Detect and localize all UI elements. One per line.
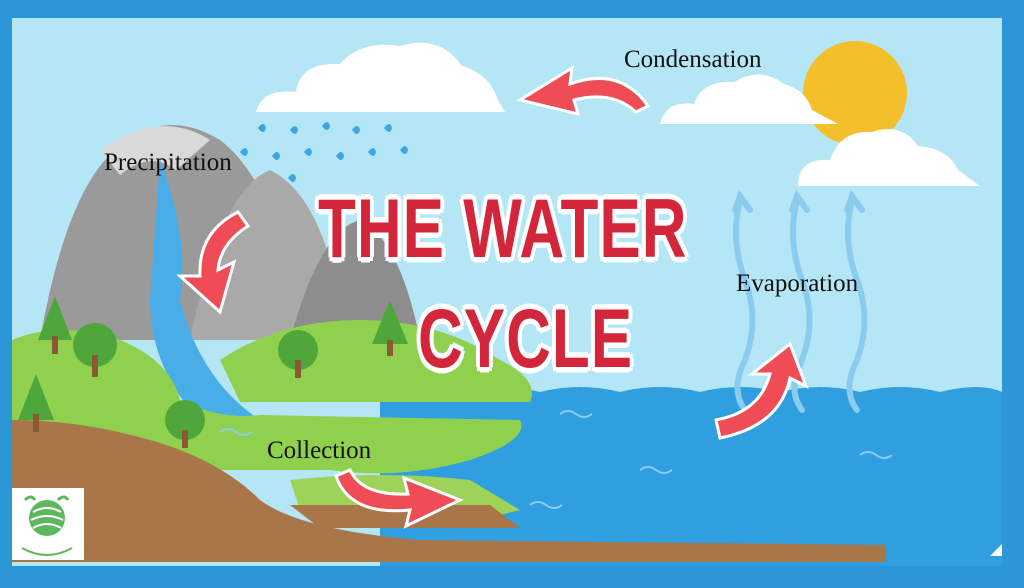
diagram-title-line1: THE WATER: [318, 182, 688, 276]
arrow-collection: [334, 468, 464, 529]
river: [150, 160, 330, 470]
logo: [12, 488, 84, 560]
arrow-evaporation: [714, 341, 809, 440]
label-precipitation: Precipitation: [104, 149, 232, 176]
snow-cap: [100, 126, 210, 175]
cloud-right-lower: [798, 129, 980, 186]
wave-marks: [219, 410, 893, 509]
corner-mark: [990, 544, 1002, 556]
diagram-title-line2: CYCLE: [418, 292, 634, 386]
cloud-left: [256, 42, 505, 112]
sun: [803, 41, 907, 145]
arrow-condensation: [516, 65, 651, 117]
evaporation-wisps: [732, 189, 868, 413]
cloud-right-upper: [660, 74, 838, 124]
label-collection: Collection: [267, 437, 372, 464]
arrow-group: [176, 65, 809, 529]
soil: [12, 420, 886, 562]
tree-group: [18, 296, 408, 448]
label-evaporation: Evaporation: [736, 270, 859, 297]
label-condensation: Condensation: [624, 46, 762, 73]
soil-shore: [290, 505, 520, 528]
arrow-precipitation: [176, 210, 251, 315]
mountain-middle: [190, 170, 340, 340]
sea: [380, 387, 1002, 566]
